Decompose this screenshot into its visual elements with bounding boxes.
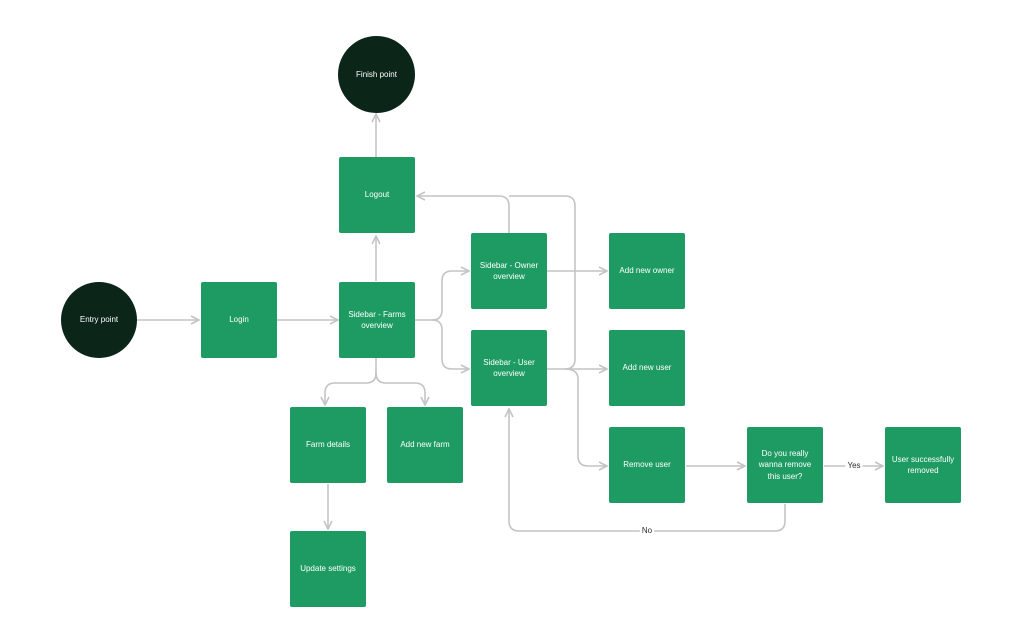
update-settings-node[interactable]: Update settings [290,531,366,607]
edge-user-removeuser [564,368,607,466]
login-label: Login [229,315,249,325]
farm-details-label: Farm details [305,440,350,450]
remove-user-node[interactable]: Remove user [609,427,685,503]
add-new-user-node[interactable]: Add new user [609,330,685,406]
login-node[interactable]: Login [201,282,277,358]
entry-point-node[interactable]: Entry point [61,282,137,358]
edge-farms-owner [415,271,469,321]
edge-label-no: No [639,526,655,535]
finish-point-label: Finish point [356,69,397,79]
confirm-remove-decision-node[interactable]: Do you really wanna remove this user? [747,427,823,503]
user-removed-node[interactable]: User successfully removed [885,427,961,503]
edge-owner-logout [417,196,510,233]
logout-label: Logout [364,190,390,200]
add-new-owner-label: Add new owner [619,266,675,276]
sidebar-user-overview-node[interactable]: Sidebar - User overview [471,330,547,406]
finish-point-node[interactable]: Finish point [338,36,415,113]
farm-details-node[interactable]: Farm details [290,407,366,483]
sidebar-farms-overview-node[interactable]: Sidebar - Farms overview [339,282,415,358]
add-new-farm-label: Add new farm [400,440,450,450]
update-settings-label: Update settings [300,564,356,574]
add-new-farm-node[interactable]: Add new farm [387,407,463,483]
sidebar-farms-overview-label: Sidebar - Farms overview [348,309,406,330]
edge-farms-details [325,358,377,405]
user-removed-label: User successfully removed [891,454,955,475]
edge-label-yes: Yes [845,461,863,470]
add-new-owner-node[interactable]: Add new owner [609,233,685,309]
add-new-user-label: Add new user [622,363,672,373]
sidebar-user-overview-label: Sidebar - User overview [483,357,535,378]
confirm-remove-label: Do you really wanna remove this user? [758,449,812,481]
edge-farms-user [431,319,469,369]
sidebar-owner-overview-label: Sidebar - Owner overview [479,260,539,281]
remove-user-label: Remove user [623,460,671,470]
sidebar-owner-overview-node[interactable]: Sidebar - Owner overview [471,233,547,309]
entry-point-label: Entry point [79,315,119,325]
edge-farms-addfarm [375,372,425,405]
logout-node[interactable]: Logout [339,157,415,233]
